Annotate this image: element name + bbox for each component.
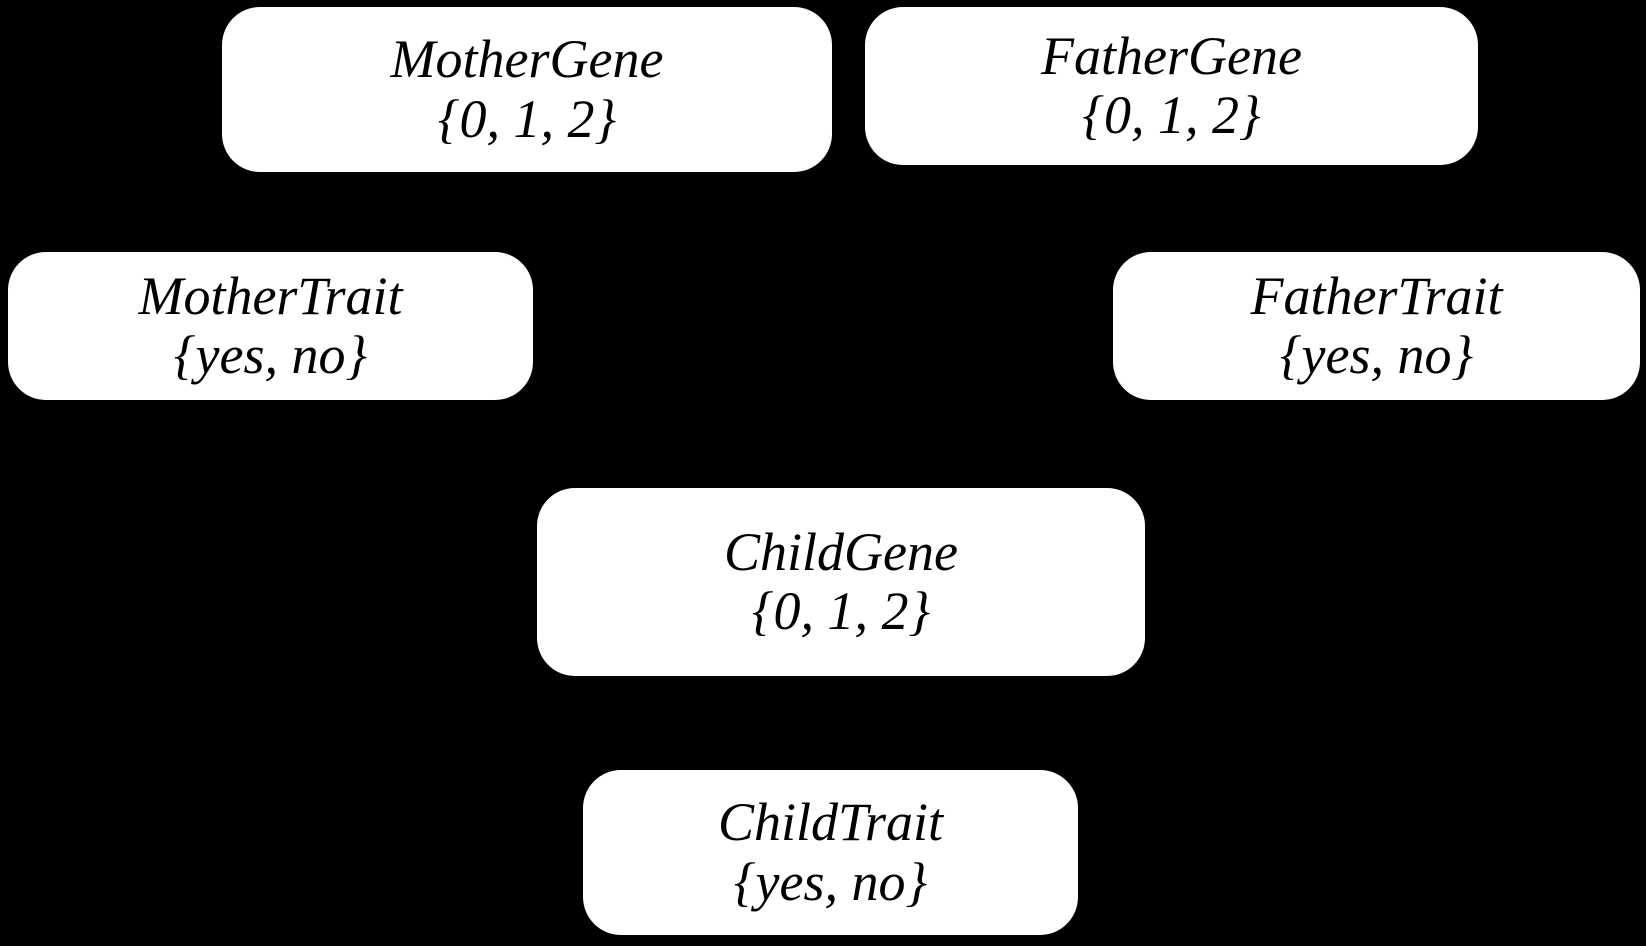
node-child-trait[interactable]: ChildTrait {yes, no} bbox=[583, 770, 1078, 935]
node-mother-gene-label: MotherGene bbox=[390, 29, 664, 90]
node-child-trait-label: ChildTrait bbox=[717, 792, 944, 853]
node-mother-gene[interactable]: MotherGene {0, 1, 2} bbox=[222, 7, 832, 172]
node-father-gene-domain: {0, 1, 2} bbox=[1082, 85, 1261, 145]
node-mother-trait-label: MotherTrait bbox=[138, 265, 403, 326]
node-mother-trait-domain: {yes, no} bbox=[173, 325, 368, 385]
node-child-gene-label: ChildGene bbox=[724, 521, 958, 582]
node-mother-gene-domain: {0, 1, 2} bbox=[437, 88, 617, 149]
node-child-gene[interactable]: ChildGene {0, 1, 2} bbox=[537, 488, 1145, 676]
node-father-gene-label: FatherGene bbox=[1041, 25, 1302, 86]
node-father-trait[interactable]: FatherTrait {yes, no} bbox=[1113, 252, 1640, 400]
node-mother-trait[interactable]: MotherTrait {yes, no} bbox=[8, 252, 533, 400]
node-father-trait-label: FatherTrait bbox=[1250, 265, 1503, 326]
node-father-trait-domain: {yes, no} bbox=[1279, 325, 1474, 385]
node-father-gene[interactable]: FatherGene {0, 1, 2} bbox=[865, 7, 1478, 165]
node-child-trait-domain: {yes, no} bbox=[733, 851, 928, 912]
node-child-gene-domain: {0, 1, 2} bbox=[751, 581, 931, 641]
